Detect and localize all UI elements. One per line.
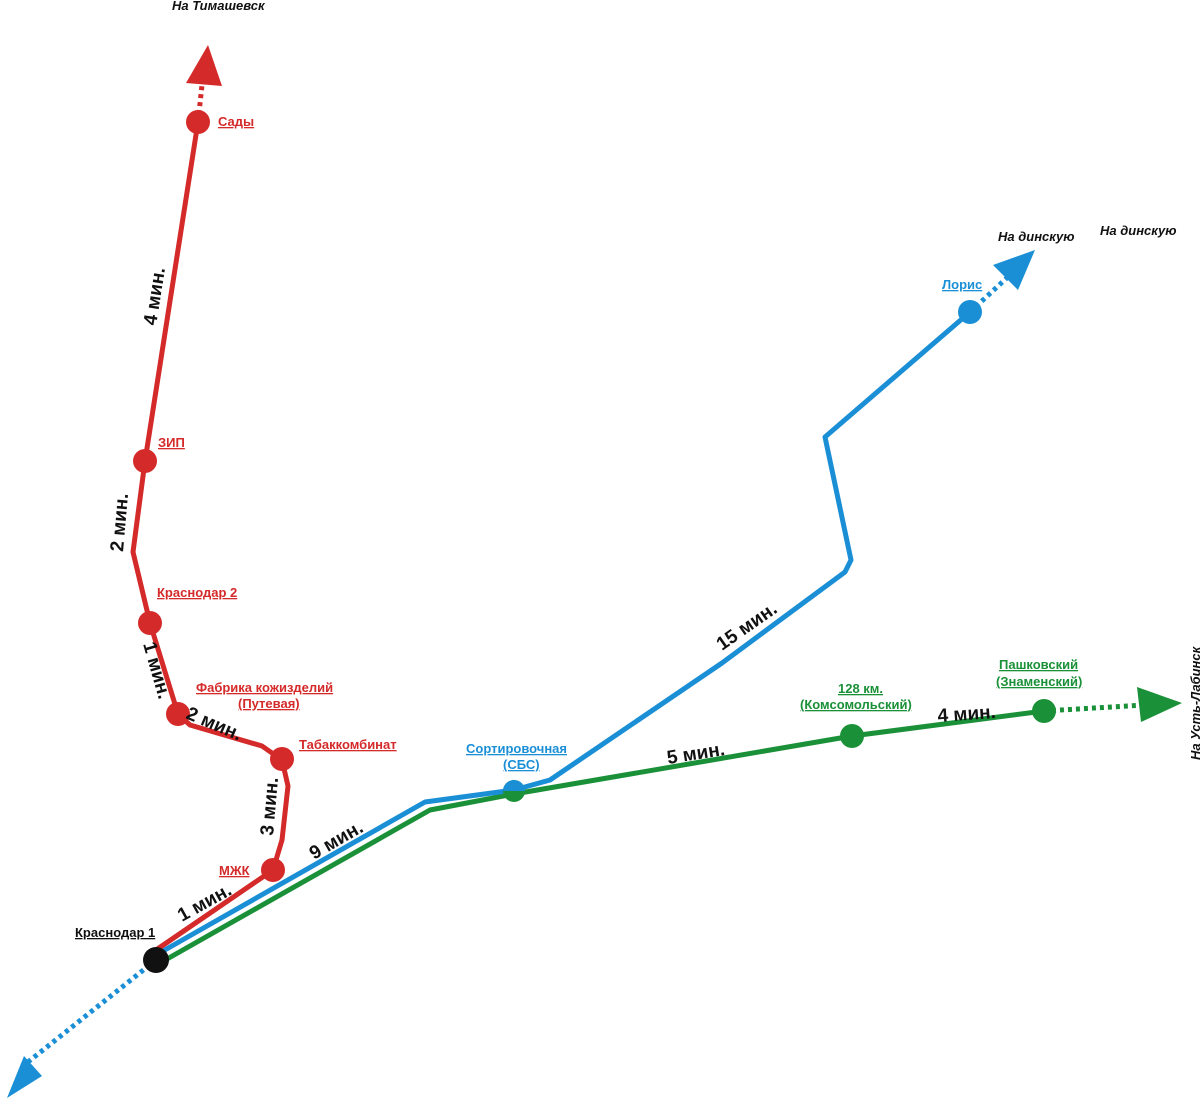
time-128-pash: 4 мин. [937, 702, 997, 727]
direction-dinskaya-1: На динскую [998, 229, 1075, 244]
label-tabak: Табаккомбинат [299, 737, 397, 752]
green-line [158, 708, 1045, 966]
label-pash-2: (Знаменский) [996, 674, 1082, 689]
station-dot-sort-top [503, 780, 525, 791]
label-sady: Сады [218, 114, 254, 129]
label-pash-1: Пашковский [999, 657, 1078, 672]
red-direction-arrow [186, 45, 222, 86]
time-sort-128: 5 мин. [665, 739, 726, 769]
red-line [130, 121, 291, 953]
label-krasnodar1: Краснодар 1 [75, 925, 155, 940]
time-fabrika-k2: 1 мин. [138, 640, 174, 702]
green-direction-arrow [1137, 687, 1182, 722]
station-dot-sady[interactable] [186, 110, 210, 134]
label-fabrika-2: (Путевая) [238, 696, 300, 711]
time-tabak-fabrika: 2 мин. [183, 703, 245, 745]
label-128km-2: (Комсомольский) [800, 697, 912, 712]
station-dot-pashkovsky[interactable] [1032, 699, 1056, 723]
direction-timashevsk: На Тимашевск [172, 0, 266, 13]
blue-line-continuation-sw [26, 958, 158, 1064]
blue-line [154, 310, 972, 958]
green-line-continuation [1043, 702, 1146, 714]
label-krasnodar2: Краснодар 2 [157, 585, 237, 600]
red-line-continuation [195, 84, 205, 123]
label-sort-2: (СБС) [503, 757, 540, 772]
label-fabrika-1: Фабрика кожизделий [196, 680, 333, 695]
station-dot-krasnodar1[interactable] [143, 947, 169, 973]
time-mzhk-tabak: 3 мин. [257, 776, 283, 836]
time-k2-zip: 2 мин. [107, 492, 133, 552]
station-dot-tabak[interactable] [270, 747, 294, 771]
label-mzhk: МЖК [219, 863, 250, 878]
label-loris: Лорис [942, 277, 982, 292]
direction-dinskaya-2: На динскую [1100, 223, 1177, 238]
station-dot-zip[interactable] [133, 449, 157, 473]
station-dot-loris[interactable] [958, 300, 982, 324]
label-128km-1: 128 км. [838, 681, 883, 696]
station-dot-fabrika[interactable] [166, 702, 190, 726]
blue-direction-arrow-ne [993, 250, 1035, 290]
blue-direction-arrow-sw [7, 1056, 42, 1098]
station-dot-128km[interactable] [840, 724, 864, 748]
station-dot-krasnodar2[interactable] [138, 611, 162, 635]
label-sort-1: Сортировочная [466, 741, 567, 756]
label-zip: ЗИП [158, 435, 185, 450]
station-dot-mzhk[interactable] [261, 858, 285, 882]
direction-ust-labinsk: На Усть-Лабинск [1188, 645, 1200, 760]
